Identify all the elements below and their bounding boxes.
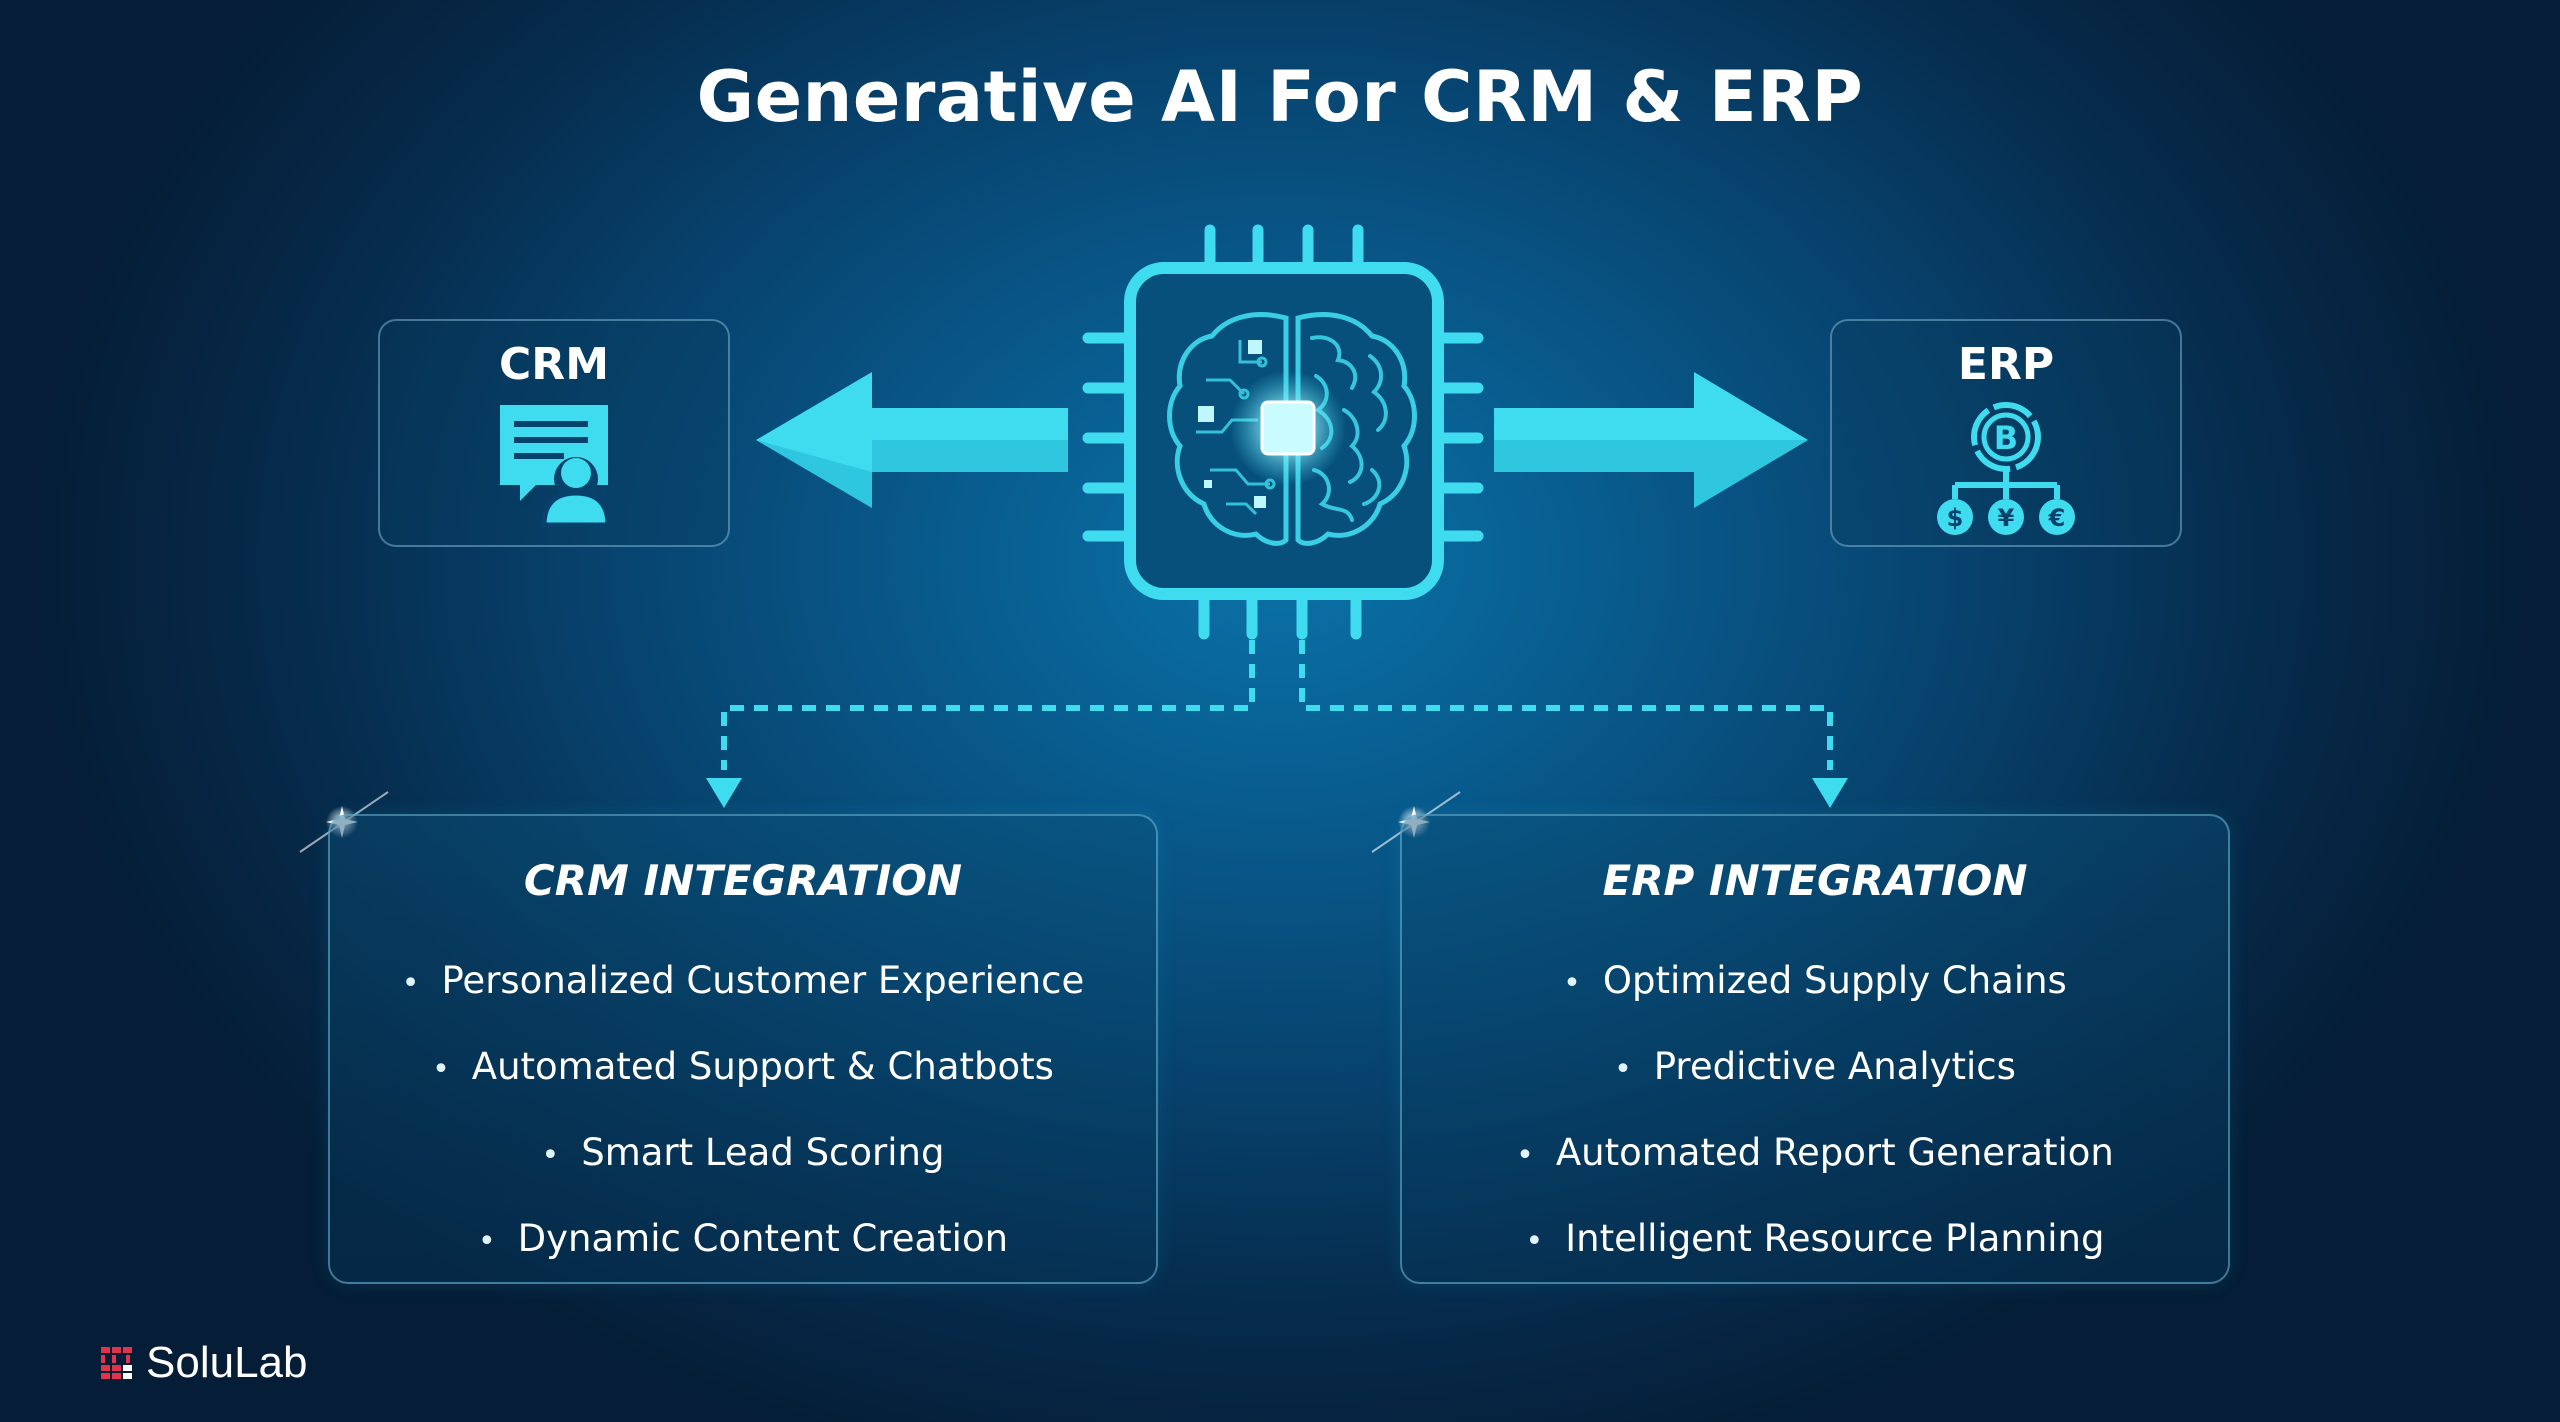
list-item: • Predictive Analytics — [1402, 1024, 2228, 1110]
bullet-icon: • — [1525, 1224, 1544, 1259]
crm-integration-title: CRM INTEGRATION — [523, 856, 963, 905]
bullet-icon: • — [432, 1052, 450, 1087]
erp-card: ERP B $ ¥ € — [1830, 319, 2182, 547]
bullet-icon: • — [1614, 1052, 1632, 1087]
list-item: • Intelligent Resource Planning — [1402, 1196, 2228, 1282]
list-item-text: Smart Lead Scoring — [581, 1131, 945, 1174]
list-item-text: Predictive Analytics — [1653, 1045, 2016, 1088]
euro-symbol: € — [2048, 504, 2066, 532]
bullet-icon: • — [1516, 1138, 1534, 1173]
bullet-icon: • — [401, 966, 420, 1001]
dollar-symbol: $ — [1947, 504, 1964, 532]
bullet-icon: • — [541, 1138, 560, 1173]
solulab-logo: SoluLab — [100, 1338, 307, 1388]
arrowhead-down-icon — [1812, 778, 1848, 808]
solulab-logo-icon — [101, 1347, 132, 1379]
list-item: • Automated Support & Chatbots — [330, 1024, 1156, 1110]
list-item-text: Dynamic Content Creation — [517, 1217, 1009, 1260]
svg-text:B: B — [1994, 419, 2018, 457]
certificate-user-icon — [496, 401, 612, 532]
list-item-text: Intelligent Resource Planning — [1565, 1217, 2105, 1260]
list-item: • Dynamic Content Creation — [330, 1196, 1156, 1282]
connector-lines — [721, 640, 1833, 770]
crm-integration-panel: CRM INTEGRATION • Personalized Customer E… — [328, 814, 1158, 1284]
list-item: • Personalized Customer Experience — [330, 938, 1156, 1024]
list-item-text: Automated Support & Chatbots — [471, 1045, 1054, 1088]
erp-integration-list: • Optimized Supply Chains • Predictive Ana… — [1402, 938, 2228, 1282]
crm-card: CRM — [378, 319, 730, 547]
logo-text: SoluLab — [146, 1338, 308, 1387]
list-item-text: Optimized Supply Chains — [1602, 959, 2067, 1002]
arrowhead-down-icon — [706, 778, 742, 808]
yen-symbol: ¥ — [1998, 504, 2015, 532]
bullet-icon: • — [477, 1224, 496, 1259]
erp-integration-title: ERP INTEGRATION — [1602, 856, 2028, 905]
crm-integration-list: • Personalized Customer Experience • Autom… — [330, 938, 1156, 1282]
page-title: Generative AI For CRM & ERP — [696, 56, 1864, 138]
list-item: • Optimized Supply Chains — [1402, 938, 2228, 1024]
bitcoin-currency-tree-icon: B $ ¥ € — [1931, 401, 2081, 546]
list-item: • Smart Lead Scoring — [330, 1110, 1156, 1196]
ai-chip-brain-icon — [1082, 224, 1484, 640]
erp-integration-panel: ERP INTEGRATION • Optimized Supply Chains… — [1400, 814, 2230, 1284]
list-item-text: Personalized Customer Experience — [441, 959, 1085, 1002]
list-item-text: Automated Report Generation — [1555, 1131, 2114, 1174]
arrow-left-icon — [756, 372, 1068, 508]
bullet-icon: • — [1563, 966, 1581, 1001]
list-item: • Automated Report Generation — [1402, 1110, 2228, 1196]
crm-card-label: CRM — [499, 339, 609, 390]
erp-card-label: ERP — [1957, 339, 2055, 390]
arrow-right-icon — [1494, 372, 1808, 508]
